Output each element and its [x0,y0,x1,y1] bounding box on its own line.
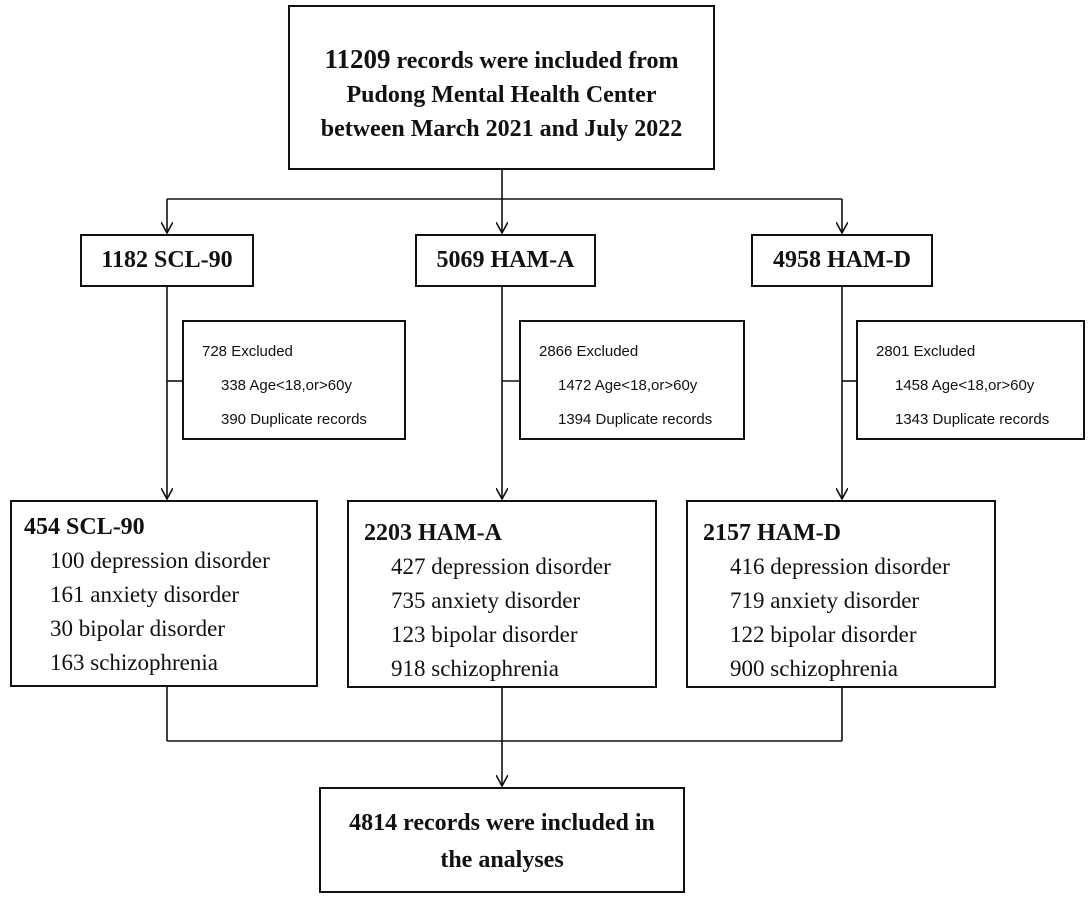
excluded-age: 1458 Age<18,or>60y [895,377,1035,394]
records-total-number: 11209 [324,44,391,74]
scl90-diagnosis-box: 454 SCL-90 100 depression disorder 161 a… [10,500,318,687]
scl90-excluded-box: 728 Excluded 338 Age<18,or>60y 390 Dupli… [182,320,406,440]
hamd-excluded-box: 2801 Excluded 1458 Age<18,or>60y 1343 Du… [856,320,1085,440]
group-item-anxiety: 719 anxiety disorder [730,588,920,613]
hama-diagnosis-box: 2203 HAM-A 427 depression disorder 735 a… [347,500,657,688]
excluded-duplicate: 1394 Duplicate records [558,411,713,428]
excluded-header: 728 Excluded [202,343,293,360]
group-item-bipolar: 122 bipolar disorder [730,622,917,647]
records-included-line-1: 11209 records were included from [290,42,713,78]
excluded-age: 338 Age<18,or>60y [221,377,352,394]
excluded-header: 2801 Excluded [876,343,976,360]
group-item-bipolar: 30 bipolar disorder [50,616,226,641]
group-item-anxiety: 735 anxiety disorder [391,588,581,613]
group-item-depression: 427 depression disorder [391,554,611,579]
analyses-records-box: 4814 records were included in the analys… [319,787,685,893]
group-item-depression: 100 depression disorder [50,548,270,573]
records-included-line-3: between March 2021 and July 2022 [320,116,683,142]
scl90-scale-box: 1182 SCL-90 [80,234,254,287]
group-item-anxiety: 161 anxiety disorder [50,582,240,607]
hamd-diagnosis-box: 2157 HAM-D 416 depression disorder 719 a… [686,500,996,688]
records-included-text: records were included from [390,48,679,74]
excluded-header: 2866 Excluded [539,343,639,360]
excluded-age: 1472 Age<18,or>60y [558,377,698,394]
group-title: 454 SCL-90 [24,514,145,540]
analyses-line-2: the analyses [440,847,564,873]
hama-scale-box: 5069 HAM-A [415,234,596,287]
excluded-duplicate: 1343 Duplicate records [895,411,1050,428]
records-included-line-2: Pudong Mental Health Center [346,82,657,108]
hamd-scale-box: 4958 HAM-D [751,234,933,287]
group-item-schizophrenia: 918 schizophrenia [391,656,559,681]
group-item-depression: 416 depression disorder [730,554,950,579]
group-item-schizophrenia: 163 schizophrenia [50,650,218,675]
group-title: 2203 HAM-A [364,520,502,546]
excluded-duplicate: 390 Duplicate records [221,411,367,428]
group-item-schizophrenia: 900 schizophrenia [730,656,898,681]
analyses-line-1: 4814 records were included in [349,810,655,836]
records-included-box: 11209 records were included from Pudong … [288,5,715,170]
hama-excluded-box: 2866 Excluded 1472 Age<18,or>60y 1394 Du… [519,320,745,440]
group-title: 2157 HAM-D [703,520,841,546]
group-item-bipolar: 123 bipolar disorder [391,622,578,647]
